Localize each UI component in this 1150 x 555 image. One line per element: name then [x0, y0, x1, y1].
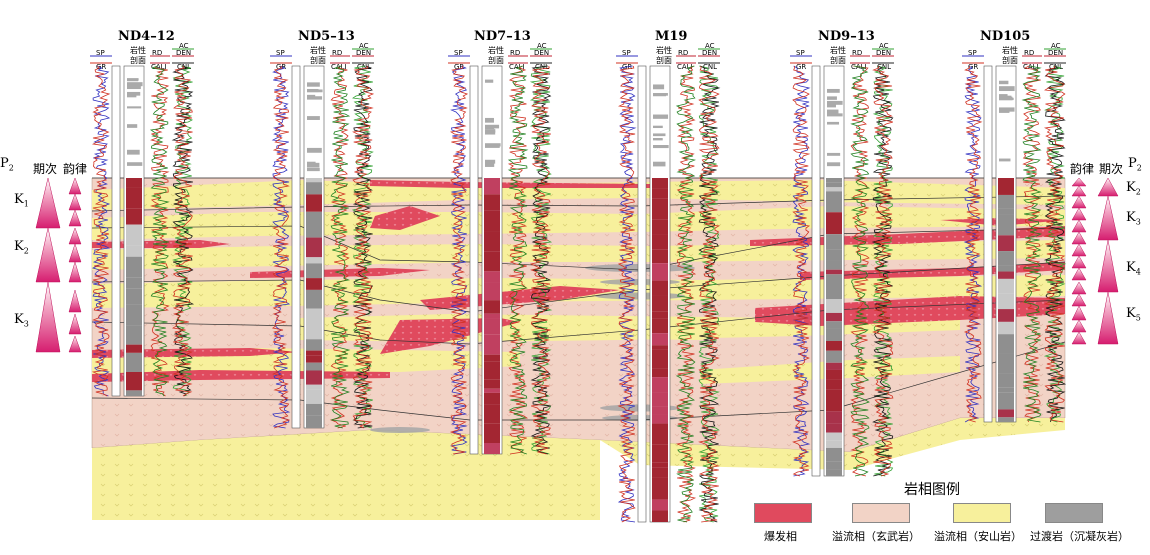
curve-label: CALI	[1023, 63, 1039, 71]
curve-label: DEN	[176, 49, 191, 57]
left-period-header: 期次	[33, 162, 58, 176]
curve-label: DEN	[702, 49, 717, 57]
wells-layer: SPGR岩性剖面RDCALIACDENCNLSPGR岩性剖面RDCALIACDE…	[90, 42, 1067, 523]
right-rhythm-triangles	[1071, 177, 1119, 345]
curve-label: AC	[1051, 42, 1061, 50]
legend-label-andesite: 溢流相（安山岩）	[934, 530, 1022, 543]
curve-label-sp: SP	[968, 49, 977, 57]
well-title: ND9–13	[818, 29, 875, 44]
curve-label-sp: SP	[96, 49, 105, 57]
lith-header: 剖面	[656, 55, 672, 65]
curve-label: AC	[705, 42, 715, 50]
lith-header: 岩性	[310, 45, 326, 55]
legend-label-explosive: 爆发相	[764, 530, 797, 543]
legend-swatch-basalt	[852, 503, 910, 523]
lith-header: 剖面	[310, 55, 326, 65]
curve-label: CNL	[357, 63, 371, 71]
left-unit-k3: K3	[14, 312, 29, 329]
curve-label: RD	[1024, 49, 1034, 57]
right-rhythm-header: 韵律	[1070, 162, 1095, 176]
right-unit-k5: K5	[1126, 306, 1141, 323]
well-title: ND4–12	[118, 29, 175, 44]
right-unit-k4: K4	[1126, 260, 1141, 277]
lith-header: 岩性	[656, 45, 672, 55]
well-title: ND5–13	[298, 29, 355, 44]
lith-header: 岩性	[830, 45, 846, 55]
right-top-unit: P2	[1128, 156, 1142, 173]
lith-header: 岩性	[488, 45, 504, 55]
curve-label: AC	[879, 42, 889, 50]
curve-label: DEN	[356, 49, 371, 57]
curve-label-sp: SP	[796, 49, 805, 57]
curve-label: DEN	[534, 49, 549, 57]
lith-header: 岩性	[130, 45, 146, 55]
right-unit-k2: K2	[1126, 180, 1141, 197]
lith-header: 岩性	[1002, 45, 1018, 55]
left-rhythm-header: 韵律	[63, 162, 88, 176]
curve-label: CNL	[877, 63, 891, 71]
curve-label: RD	[152, 49, 162, 57]
curve-label: AC	[359, 42, 369, 50]
curve-label-sp: SP	[622, 49, 631, 57]
curve-label-sp: SP	[276, 49, 285, 57]
curve-label: RD	[678, 49, 688, 57]
curve-label-sp: SP	[454, 49, 463, 57]
well-title: ND105	[980, 29, 1031, 44]
curve-label: RD	[332, 49, 342, 57]
curve-label-gr: GR	[454, 63, 464, 71]
legend-swatch-andesite	[953, 503, 1011, 523]
curve-label: RD	[852, 49, 862, 57]
curve-label-gr: GR	[96, 63, 106, 71]
curve-label: CALI	[151, 63, 167, 71]
lith-header: 剖面	[488, 55, 504, 65]
curve-label: CNL	[703, 63, 717, 71]
left-top-unit: P2	[0, 156, 14, 173]
legend-swatch-explosive	[754, 503, 812, 523]
lith-header: 剖面	[830, 55, 846, 65]
legend-label-tuff: 过渡岩（沉凝灰岩）	[1030, 530, 1129, 543]
legend-label-basalt: 溢流相（玄武岩）	[832, 530, 920, 543]
curve-label: AC	[537, 42, 547, 50]
right-period-header: 期次	[1099, 162, 1124, 176]
curve-label: CALI	[509, 63, 525, 71]
curve-label: RD	[510, 49, 520, 57]
curve-label: AC	[179, 42, 189, 50]
left-unit-k1: K1	[14, 192, 29, 209]
legend-swatch-tuff	[1045, 503, 1103, 523]
right-unit-k3: K3	[1126, 210, 1141, 227]
left-unit-k2: K2	[14, 239, 29, 256]
lith-header: 剖面	[130, 55, 146, 65]
curve-label-gr: GR	[968, 63, 978, 71]
well-title: ND7–13	[474, 29, 531, 44]
left-rhythm-triangles	[35, 177, 82, 353]
curve-label: CALI	[677, 63, 693, 71]
curve-label: DEN	[1048, 49, 1063, 57]
lith-header: 剖面	[1002, 55, 1018, 65]
curve-label: DEN	[876, 49, 891, 57]
legend-title: 岩相图例	[904, 482, 960, 498]
curve-label-gr: GR	[796, 63, 806, 71]
well-title: M19	[655, 29, 688, 44]
